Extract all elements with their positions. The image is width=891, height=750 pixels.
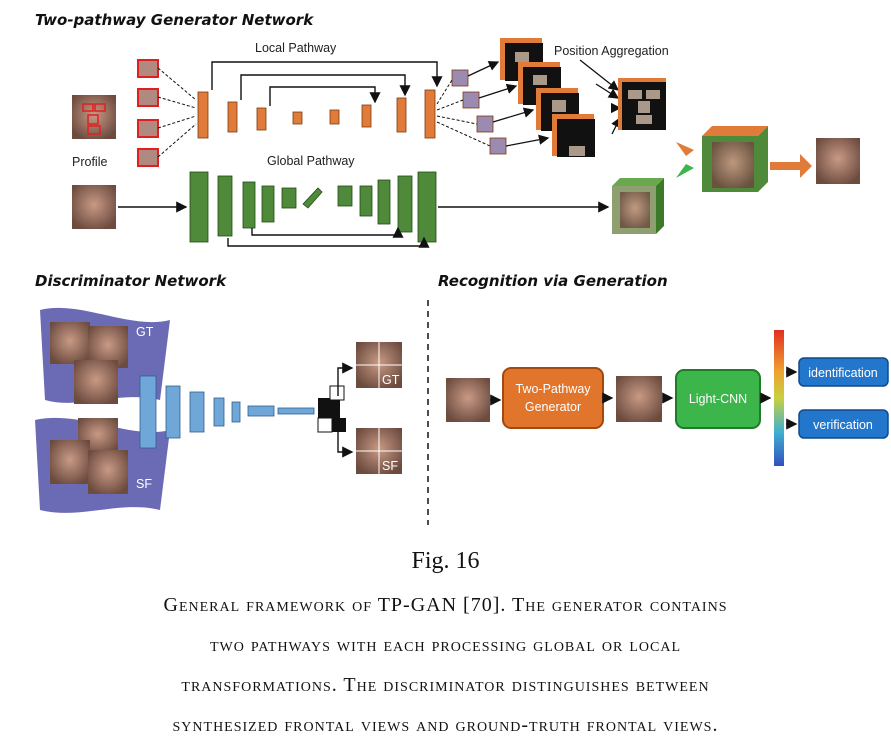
svg-text:identification: identification bbox=[808, 366, 878, 380]
svg-text:Two-Pathway: Two-Pathway bbox=[515, 382, 591, 396]
caption-line-3: transformations. The discriminator disti… bbox=[181, 674, 710, 696]
sf-label: SF bbox=[136, 477, 152, 491]
global-profile-face bbox=[72, 185, 116, 229]
global-output-map bbox=[612, 178, 664, 234]
generated-frontal-face bbox=[616, 376, 662, 422]
discriminator-blocks bbox=[139, 375, 315, 449]
patch-output-grid bbox=[317, 385, 346, 433]
local-pathway-blocks bbox=[197, 89, 436, 139]
fused-output-map bbox=[702, 126, 768, 192]
svg-text:GT: GT bbox=[382, 373, 400, 387]
profile-label: Profile bbox=[72, 155, 107, 169]
sf-target-face: SF bbox=[356, 428, 402, 474]
position-aggregation-label: Position Aggregation bbox=[554, 44, 669, 58]
output-arrow bbox=[770, 154, 812, 178]
frontal-output-face bbox=[816, 138, 860, 184]
profile-face-thumb bbox=[72, 95, 116, 139]
verification-box: verification bbox=[798, 409, 889, 439]
local-patches bbox=[137, 59, 159, 167]
feature-colorbar bbox=[774, 330, 784, 466]
light-cnn-box: Light-CNN bbox=[675, 369, 761, 429]
caption-line-1: General framework of TP-GAN [70]. The ge… bbox=[163, 594, 728, 616]
global-pathway-blocks bbox=[189, 171, 437, 243]
local-pathway-label: Local Pathway bbox=[255, 41, 337, 55]
tp-gan-diagram: Two-pathway Generator Network Discrimina… bbox=[35, 11, 889, 525]
combined-local-map bbox=[618, 78, 666, 130]
global-pathway-label: Global Pathway bbox=[267, 154, 355, 168]
recognition-title: Recognition via Generation bbox=[438, 272, 668, 290]
sf-synthesized-faces: SF bbox=[35, 417, 170, 513]
identification-box: identification bbox=[798, 357, 889, 387]
caption-line-2: two pathways with each processing global… bbox=[209, 634, 682, 656]
gt-real-faces: GT bbox=[40, 307, 170, 404]
caption-line-4: synthesized frontal views and ground-tru… bbox=[172, 714, 719, 736]
svg-text:verification: verification bbox=[813, 418, 873, 432]
svg-text:Light-CNN: Light-CNN bbox=[689, 392, 747, 406]
gt-label: GT bbox=[136, 325, 154, 339]
discriminator-title: Discriminator Network bbox=[35, 272, 227, 290]
local-output-patches bbox=[451, 69, 507, 155]
two-pathway-generator-box: Two-Pathway Generator bbox=[502, 367, 604, 429]
gt-target-face: GT bbox=[356, 342, 402, 388]
input-profile-face bbox=[446, 378, 490, 422]
figure-number: Fig. 16 bbox=[411, 548, 480, 574]
generator-title: Two-pathway Generator Network bbox=[35, 11, 314, 29]
aggregated-feature-maps bbox=[500, 38, 595, 157]
svg-text:Generator: Generator bbox=[525, 400, 581, 414]
svg-text:SF: SF bbox=[382, 459, 398, 473]
